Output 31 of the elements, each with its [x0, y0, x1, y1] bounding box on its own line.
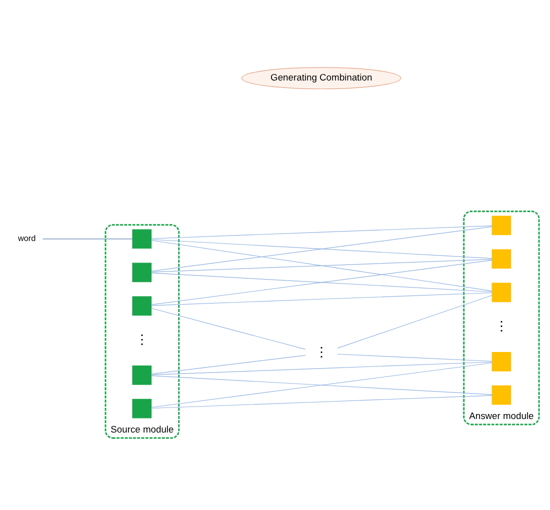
node-text: ⋮ [314, 344, 328, 360]
connector [151, 272, 492, 292]
node-box [132, 229, 152, 249]
label: ⋮ [494, 318, 508, 334]
connector [151, 355, 306, 374]
connector [42, 238, 133, 240]
connector [151, 362, 492, 408]
connector [151, 226, 492, 239]
connector [151, 259, 492, 272]
connector [151, 260, 492, 305]
node-box [132, 365, 152, 385]
connector [151, 395, 492, 409]
node-box [132, 296, 152, 316]
connector [151, 239, 492, 259]
node-box [492, 352, 512, 372]
connector [151, 308, 306, 350]
node-ellipse: Generating Combination [242, 67, 402, 90]
label: ⋮ [135, 332, 148, 347]
node-box [492, 282, 512, 302]
node-box [132, 262, 152, 282]
node-box [132, 398, 152, 418]
connector [151, 240, 492, 292]
connector [337, 295, 492, 348]
connector [151, 375, 492, 395]
connector [151, 362, 492, 376]
connector [337, 354, 492, 362]
connector [151, 226, 492, 272]
node-box [492, 385, 512, 405]
node-box [492, 216, 512, 236]
node-box [492, 249, 512, 269]
connector [151, 292, 492, 306]
